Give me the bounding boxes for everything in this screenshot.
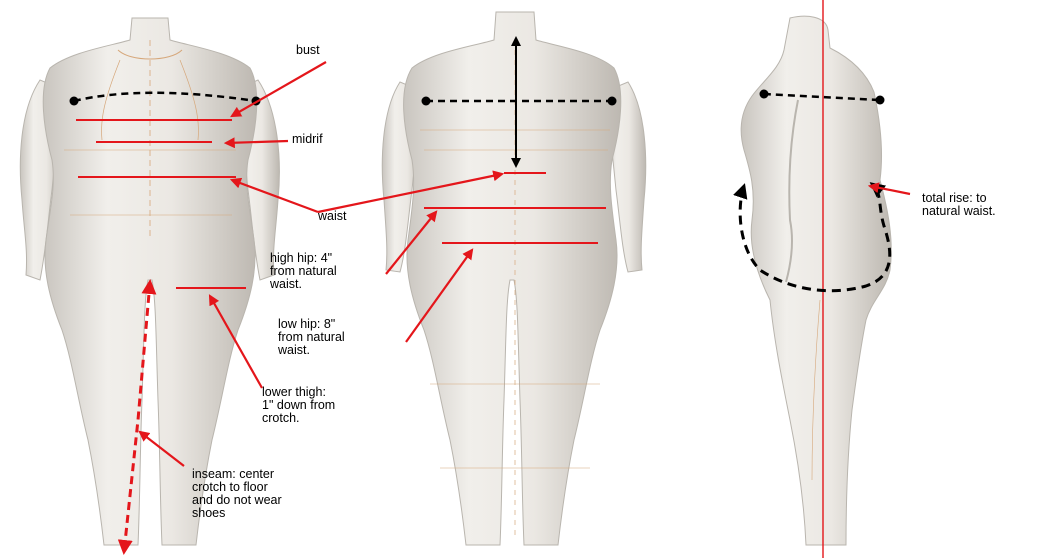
midrif-label: midrif [292,133,323,146]
waist-label: waist [318,210,346,223]
total-rise-label: total rise: to natural waist. [922,192,996,218]
bust-label: bust [296,44,320,57]
lower-thigh-label: lower thigh: 1" down from crotch. [262,386,335,425]
back-mannequin [382,12,645,545]
side-mannequin [740,0,891,558]
inseam-label: inseam: center crotch to floor and do no… [192,468,282,520]
high-hip-label: high hip: 4" from natural waist. [270,252,337,291]
low-hip-label: low hip: 8" from natural waist. [278,318,345,357]
